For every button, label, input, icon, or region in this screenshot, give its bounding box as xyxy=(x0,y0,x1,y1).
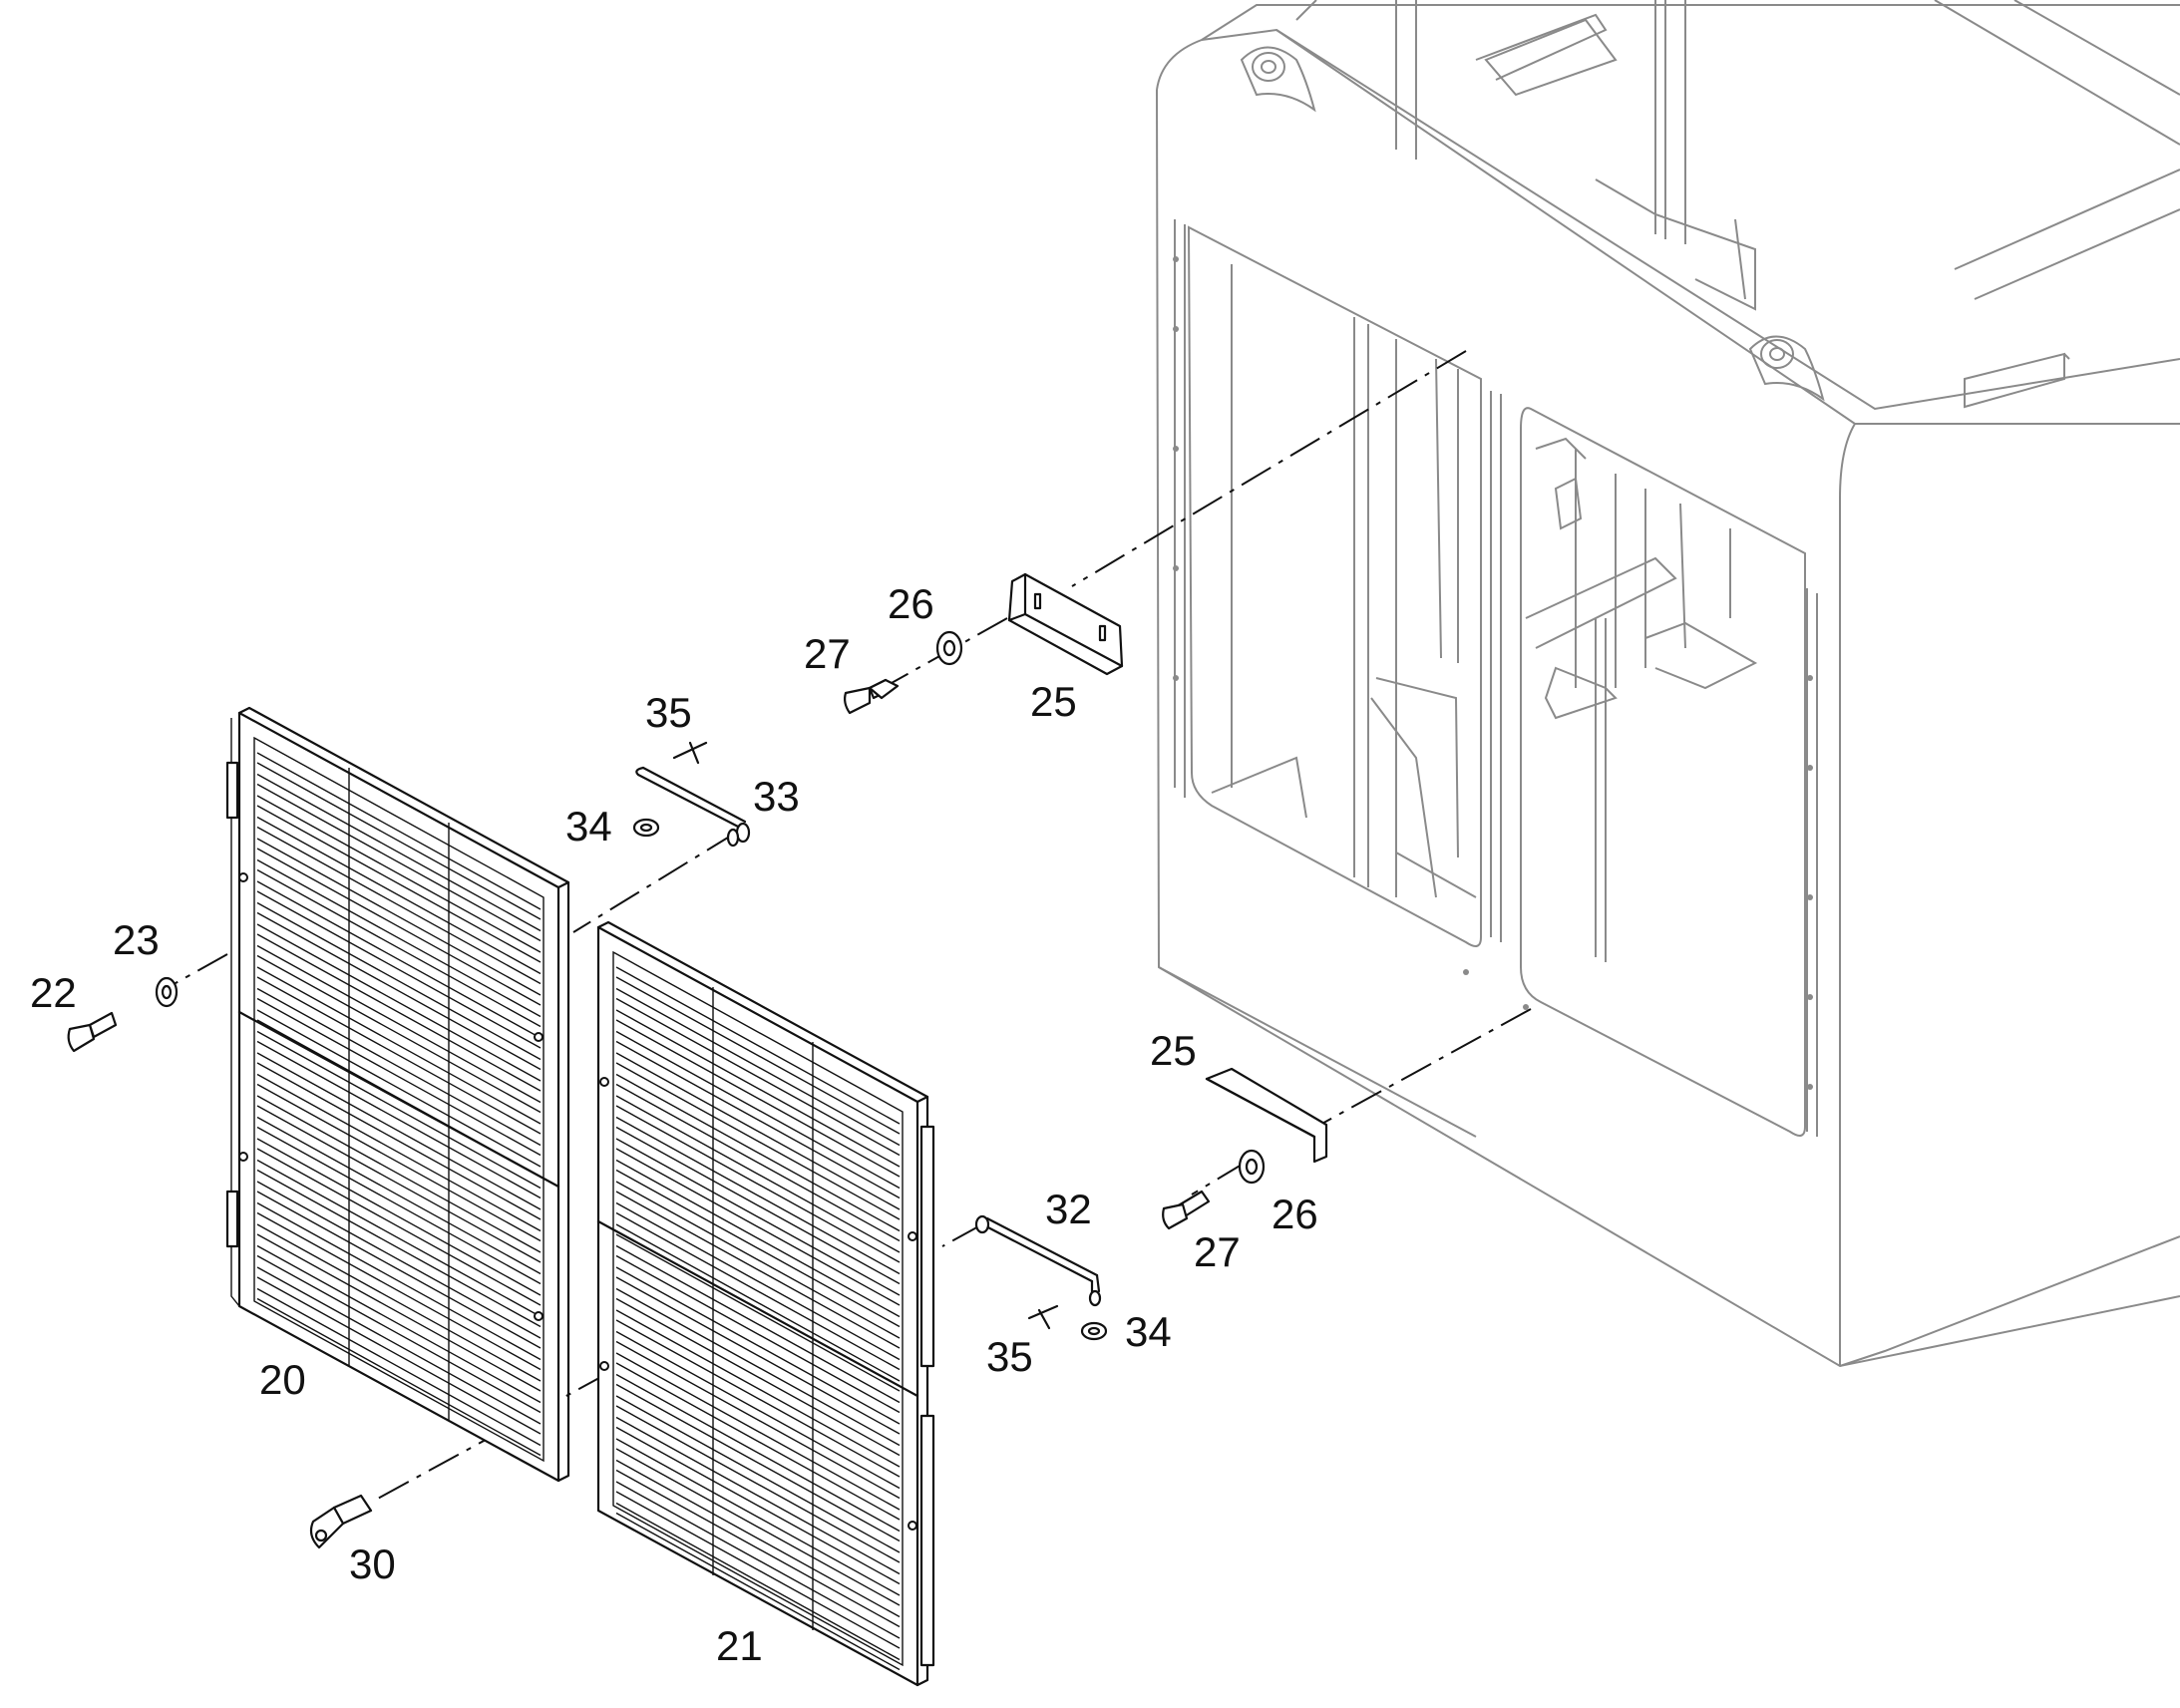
callout-labels: 20 21 22 23 25 25 26 26 27 27 30 32 33 3… xyxy=(30,580,1318,1669)
callout-35-lower: 35 xyxy=(986,1333,1033,1380)
washer-34-lower xyxy=(1080,1321,1108,1341)
bolt-27-upper xyxy=(844,678,900,715)
callout-27-upper: 27 xyxy=(804,630,851,677)
socket-screw-30 xyxy=(309,1494,373,1549)
grille-panel-21 xyxy=(596,920,935,1687)
callout-32: 32 xyxy=(1045,1186,1092,1232)
cabin-frame xyxy=(1156,0,2180,1368)
cotter-pin-35-upper xyxy=(672,741,708,765)
callout-21: 21 xyxy=(716,1622,763,1669)
leader-lower-bracket-bolt xyxy=(1191,1161,1248,1196)
callout-35-upper: 35 xyxy=(645,689,692,736)
callout-33: 33 xyxy=(753,773,800,820)
bolt-22 xyxy=(67,1011,118,1053)
cotter-pin-35-lower xyxy=(1027,1304,1059,1330)
bracket-25-lower xyxy=(1205,1067,1328,1164)
bolt-27-lower xyxy=(1162,1190,1211,1230)
rod-32 xyxy=(974,1214,1102,1307)
washer-23 xyxy=(155,976,179,1008)
callout-27-lower: 27 xyxy=(1194,1228,1241,1275)
callout-34-lower: 34 xyxy=(1125,1308,1172,1355)
callout-25-lower: 25 xyxy=(1150,1027,1197,1074)
callout-25-upper: 25 xyxy=(1030,678,1077,725)
washer-26-lower xyxy=(1238,1149,1266,1185)
leader-rod-33 xyxy=(572,832,737,933)
leader-rod-32 xyxy=(941,1223,983,1247)
washer-26-upper xyxy=(935,630,963,666)
callout-34-upper: 34 xyxy=(565,803,612,850)
callout-30: 30 xyxy=(349,1540,396,1587)
callout-23: 23 xyxy=(113,916,160,963)
grille-panel-20 xyxy=(225,706,570,1483)
callout-26-lower: 26 xyxy=(1272,1191,1318,1237)
leader-lower-bracket xyxy=(1315,1008,1532,1128)
callout-26-upper: 26 xyxy=(888,580,934,627)
washer-34-upper xyxy=(632,818,660,838)
callout-22: 22 xyxy=(30,969,77,1016)
rod-33 xyxy=(635,766,751,848)
leader-upper-bracket xyxy=(1071,350,1467,587)
callout-20: 20 xyxy=(259,1356,306,1403)
bracket-25-upper xyxy=(1007,572,1124,676)
